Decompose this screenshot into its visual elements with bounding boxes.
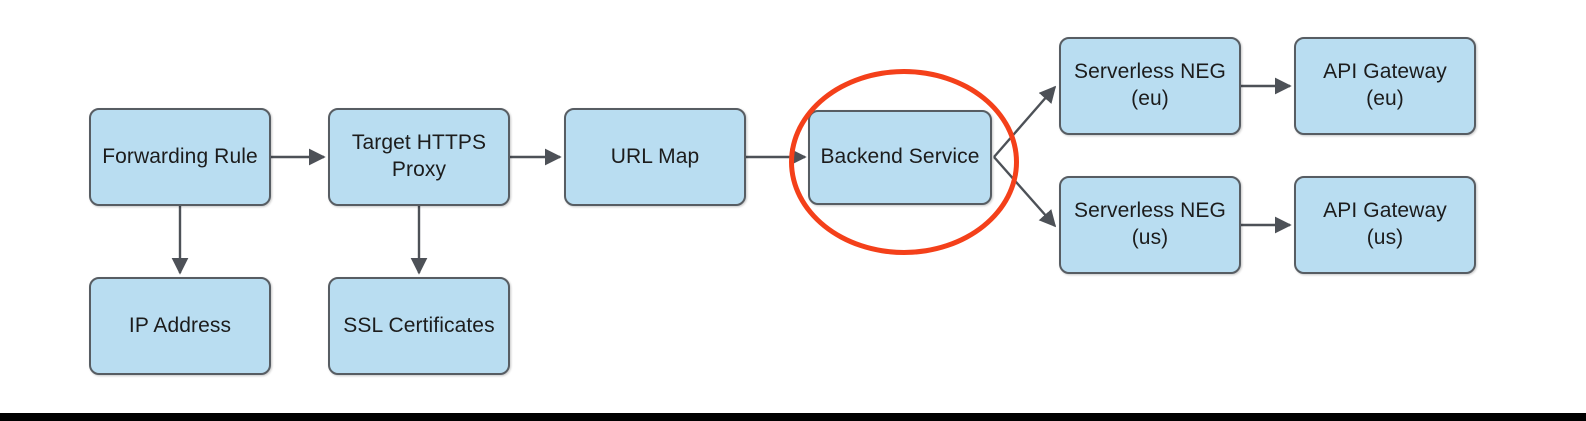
node-backend-service[interactable]: Backend Service: [808, 110, 992, 205]
node-serverless-neg-eu-label: Serverless NEG (eu): [1074, 60, 1226, 110]
node-forwarding-rule[interactable]: Forwarding Rule: [89, 108, 271, 206]
node-target-https-proxy-label: Target HTTPS Proxy: [351, 131, 487, 181]
node-url-map[interactable]: URL Map: [564, 108, 746, 206]
node-ssl-certificates[interactable]: SSL Certificates: [328, 277, 510, 375]
node-api-gateway-eu[interactable]: API Gateway (eu): [1294, 37, 1476, 135]
node-url-map-label: URL Map: [610, 144, 700, 168]
node-api-gateway-us-label: API Gateway (us): [1323, 199, 1447, 249]
node-forwarding-rule-label: Forwarding Rule: [102, 144, 258, 168]
node-serverless-neg-us[interactable]: Serverless NEG (us): [1059, 176, 1241, 274]
node-api-gateway-us[interactable]: API Gateway (us): [1294, 176, 1476, 274]
edge-backend-service-to-serverless-neg-us: [993, 156, 1057, 228]
bottom-black-bar: [0, 413, 1586, 421]
node-backend-service-label: Backend Service: [820, 145, 980, 169]
node-serverless-neg-eu[interactable]: Serverless NEG (eu): [1059, 37, 1241, 135]
node-ip-address[interactable]: IP Address: [89, 277, 271, 375]
node-serverless-neg-us-label: Serverless NEG (us): [1074, 199, 1226, 249]
node-ssl-certificates-label: SSL Certificates: [343, 313, 495, 337]
edge-backend-service-to-serverless-neg-eu: [993, 85, 1057, 158]
node-target-https-proxy[interactable]: Target HTTPS Proxy: [328, 108, 510, 206]
node-ip-address-label: IP Address: [128, 313, 232, 337]
node-api-gateway-eu-label: API Gateway (eu): [1323, 60, 1447, 110]
